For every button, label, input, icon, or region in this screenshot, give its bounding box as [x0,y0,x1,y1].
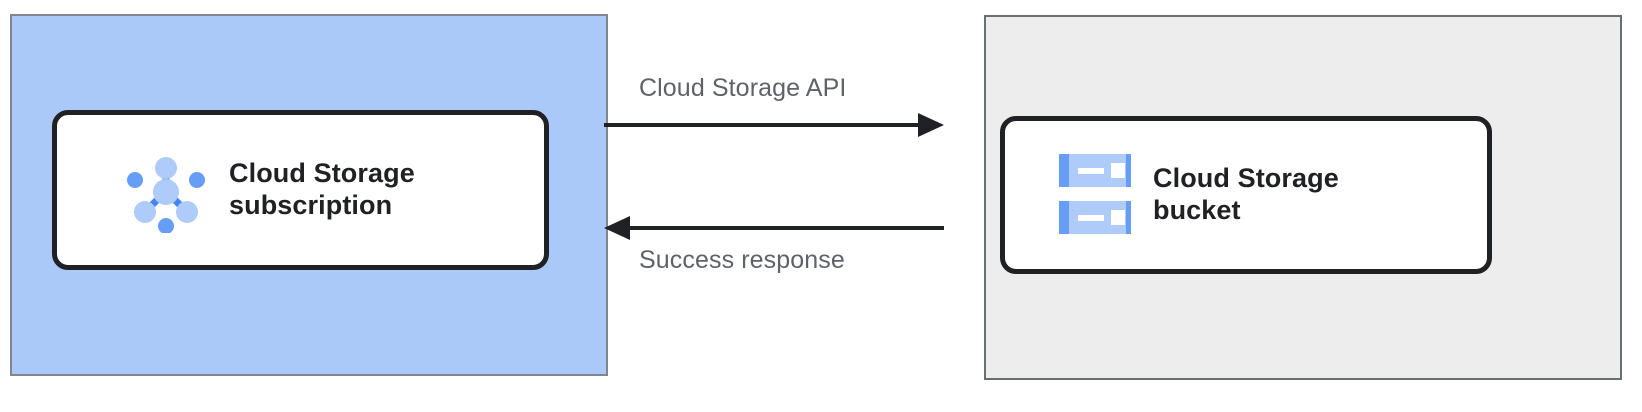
arrowhead-left-icon [604,216,630,240]
node-label-bucket: Cloud Storage bucket [1153,163,1339,225]
connector-label-cloud-storage-api: Cloud Storage API [639,74,847,102]
arrowhead-right-icon [918,113,944,137]
node-cloud-storage-bucket[interactable]: Cloud Storage bucket [1000,116,1492,274]
node-label-subscription: Cloud Storage subscription [229,158,415,220]
connector-cloud-storage-api [604,113,944,137]
pubsub-subscription-icon [123,147,209,233]
connector-label-success-response: Success response [639,246,845,274]
connector-success-response [604,216,944,240]
cloud-storage-bucket-icon [1059,154,1131,236]
node-cloud-storage-subscription[interactable]: Cloud Storage subscription [52,110,549,270]
